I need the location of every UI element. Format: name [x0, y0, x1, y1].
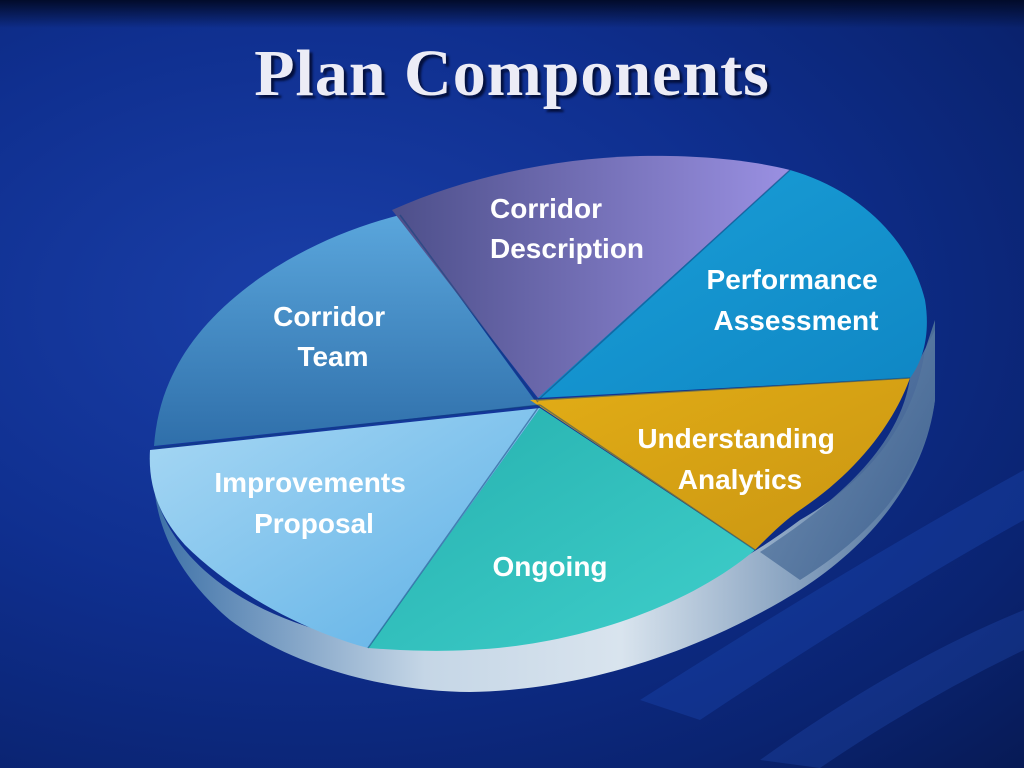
top-shadow-band	[0, 0, 1024, 28]
slice-dividers	[153, 169, 911, 649]
segment-performance-assessment	[538, 170, 927, 398]
label-ongoing: Ongoing	[492, 551, 607, 582]
segment-corridor-team	[154, 215, 538, 446]
segment-understanding-analytics	[530, 378, 910, 550]
label-improvements-proposal: Improvements Proposal	[214, 467, 413, 539]
pie-side-band	[150, 320, 935, 692]
label-corridor-description: Corridor Description	[490, 193, 644, 264]
label-performance-assessment: Performance Assessment	[707, 264, 886, 336]
slide-title: Plan Components	[254, 37, 770, 110]
segment-corridor-description	[392, 155, 790, 398]
label-understanding-analytics: Understanding Analytics	[637, 423, 842, 495]
segment-ongoing	[368, 408, 755, 651]
background-swoosh	[760, 610, 1024, 768]
background-swoosh	[640, 470, 1024, 720]
segment-improvements-proposal	[149, 408, 541, 648]
pie-side-band-right	[760, 330, 935, 580]
label-corridor-team: Corridor Team	[273, 301, 393, 372]
